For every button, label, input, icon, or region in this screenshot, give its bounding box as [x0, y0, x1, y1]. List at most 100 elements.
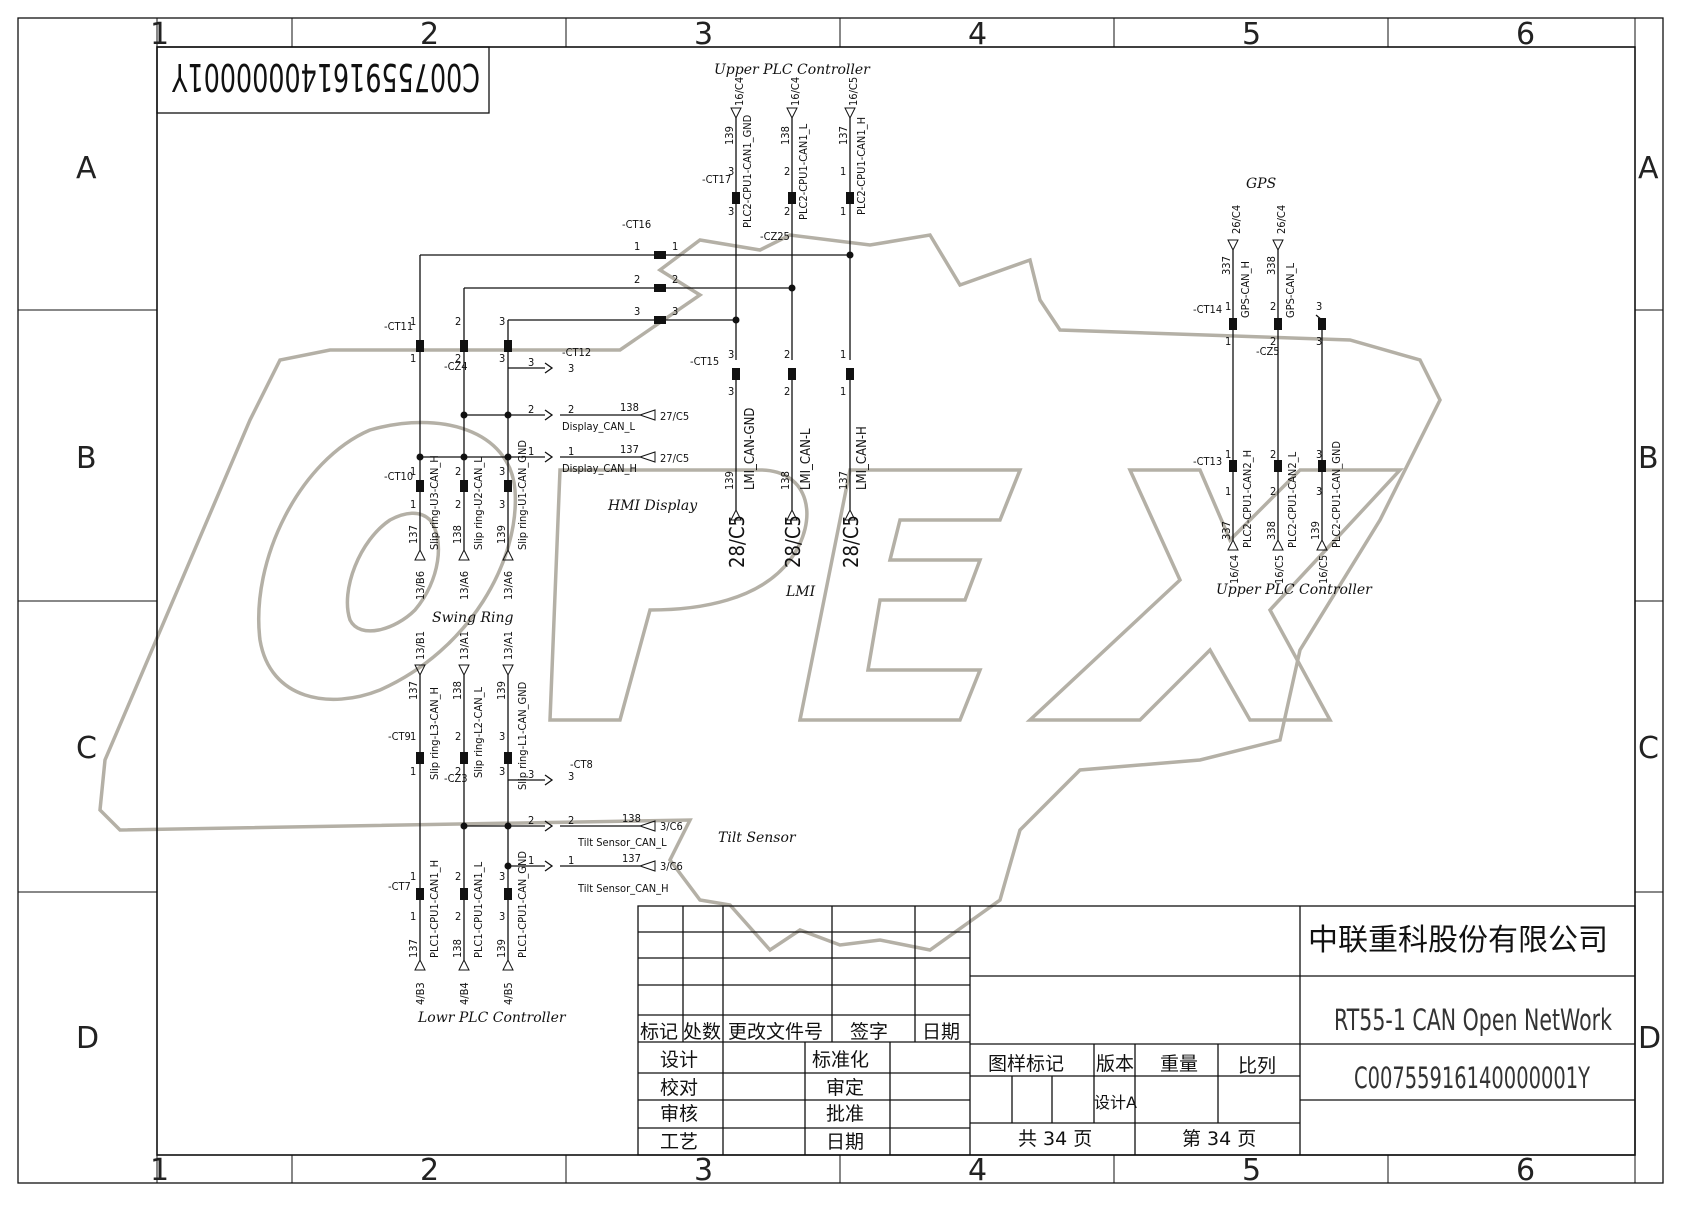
svg-text:138: 138 — [451, 525, 464, 544]
svg-text:审核: 审核 — [660, 1103, 698, 1125]
swing-ring-title: Swing Ring — [432, 610, 514, 626]
svg-text:标准化: 标准化 — [812, 1049, 869, 1071]
upper-plc-signal-3: 16/C5 137 PLC2-CPU1-CAN1_H 1 1 — [837, 77, 868, 218]
svg-text:PLC2-CPU1-CAN2_L: PLC2-CPU1-CAN2_L — [1286, 451, 1299, 548]
svg-text:137: 137 — [407, 681, 420, 700]
svg-text:2: 2 — [455, 910, 461, 923]
zone-row-D-right: D — [1638, 1021, 1661, 1056]
svg-text:3: 3 — [728, 385, 734, 398]
svg-text:137: 137 — [622, 852, 641, 865]
watermark-x — [1025, 468, 1405, 722]
svg-text:3: 3 — [499, 870, 505, 883]
ct16-label: -CT16 — [622, 218, 651, 231]
ct8-label: -CT8 — [570, 758, 593, 771]
svg-text:3: 3 — [499, 730, 505, 743]
svg-text:2: 2 — [1270, 300, 1276, 313]
hmi-display-section: 2 2 1 1 Display_CAN_L Display_CAN_H 138 … — [464, 401, 698, 514]
svg-text:2: 2 — [784, 165, 790, 178]
title-block — [637, 905, 1636, 1156]
svg-text:3: 3 — [499, 465, 505, 478]
svg-text:3: 3 — [1316, 335, 1322, 348]
zone-row-B-right: B — [1638, 441, 1659, 476]
svg-text:3: 3 — [1316, 300, 1322, 313]
svg-text:2: 2 — [528, 403, 534, 416]
ct14-label: -CT14 — [1193, 303, 1222, 316]
svg-text:26/C4: 26/C4 — [1275, 205, 1288, 234]
svg-text:更改文件号: 更改文件号 — [728, 1021, 823, 1043]
zone-col-4-top: 4 — [968, 17, 987, 52]
svg-text:签字: 签字 — [850, 1021, 888, 1043]
svg-text:Slip ring-U3-CAN_H: Slip ring-U3-CAN_H — [428, 455, 441, 550]
sheet-number: 第 34 页 — [1182, 1128, 1256, 1150]
hmi-display-title: HMI Display — [607, 498, 698, 514]
svg-text:28/C5: 28/C5 — [781, 515, 805, 568]
svg-text:日期: 日期 — [826, 1131, 864, 1153]
svg-text:1: 1 — [840, 165, 846, 178]
svg-text:日期: 日期 — [922, 1021, 960, 1043]
svg-text:PLC2-CPU1-CAN1_L: PLC2-CPU1-CAN1_L — [797, 123, 810, 220]
svg-text:13/A1: 13/A1 — [502, 631, 515, 660]
svg-text:Slip ring-L3-CAN_H: Slip ring-L3-CAN_H — [428, 687, 441, 780]
svg-text:3/C6: 3/C6 — [660, 820, 683, 833]
svg-text:3: 3 — [499, 498, 505, 511]
zone-row-A-left: A — [76, 151, 97, 186]
svg-text:Display_CAN_H: Display_CAN_H — [562, 462, 637, 475]
svg-text:1: 1 — [672, 240, 678, 253]
svg-text:3: 3 — [499, 352, 505, 365]
svg-text:138: 138 — [451, 681, 464, 700]
drawing-number-stamp: C00755916140000001Y — [156, 46, 490, 114]
svg-text:2: 2 — [455, 730, 461, 743]
cz4-label: -CZ4 — [444, 360, 468, 373]
svg-text:139: 139 — [495, 939, 508, 958]
svg-text:27/C5: 27/C5 — [660, 452, 689, 465]
svg-text:138: 138 — [779, 126, 792, 145]
svg-text:1: 1 — [528, 445, 534, 458]
svg-text:3/C6: 3/C6 — [660, 860, 683, 873]
svg-text:3: 3 — [499, 315, 505, 328]
svg-text:137: 137 — [407, 939, 420, 958]
svg-text:2: 2 — [455, 352, 461, 365]
ct7-label: -CT7 — [388, 880, 411, 893]
svg-text:2: 2 — [455, 465, 461, 478]
mark-label: 图样标记 — [988, 1053, 1064, 1075]
ct16-bus: -CT16 1 1 2 2 3 3 — [420, 218, 854, 324]
zone-col-5-top: 5 — [1242, 17, 1261, 52]
upper-plc-signal-1: 16/C4 139 PLC2-CPU1-CAN1_GND 3 3 — [723, 77, 754, 228]
svg-text:2: 2 — [1270, 485, 1276, 498]
svg-text:2: 2 — [784, 205, 790, 218]
zone-col-6-bottom: 6 — [1516, 1153, 1535, 1188]
version-label: 版本 — [1096, 1053, 1134, 1075]
company-name: 中联重科股份有限公司 — [1308, 923, 1608, 958]
svg-text:138: 138 — [779, 471, 792, 490]
svg-text:3: 3 — [728, 165, 734, 178]
svg-text:3: 3 — [499, 910, 505, 923]
svg-text:139: 139 — [1309, 521, 1322, 540]
zone-col-4-bottom: 4 — [968, 1153, 987, 1188]
svg-text:13/A1: 13/A1 — [458, 631, 471, 660]
zone-row-B-left: B — [76, 441, 97, 476]
svg-text:2: 2 — [455, 870, 461, 883]
svg-text:2: 2 — [1270, 335, 1276, 348]
svg-text:13/B1: 13/B1 — [414, 631, 427, 660]
svg-text:139: 139 — [723, 126, 736, 145]
svg-text:139: 139 — [495, 525, 508, 544]
svg-text:Display_CAN_L: Display_CAN_L — [562, 420, 635, 433]
svg-text:2: 2 — [455, 315, 461, 328]
svg-text:16/C5: 16/C5 — [847, 77, 860, 106]
cz25-label: -CZ25 — [760, 230, 790, 243]
svg-text:1: 1 — [528, 854, 534, 867]
svg-text:标记: 标记 — [640, 1021, 678, 1043]
upper-plc-signal-2: 16/C4 138 PLC2-CPU1-CAN1_L 2 2 — [779, 77, 810, 220]
svg-text:GPS-CAN_H: GPS-CAN_H — [1239, 261, 1252, 318]
svg-text:2: 2 — [1270, 448, 1276, 461]
gps-section: GPS -CT14 -CZ5 -CT13 26/C4 26/C4 337 338… — [1193, 176, 1373, 598]
zone-col-5-bottom: 5 — [1242, 1153, 1261, 1188]
gps-upper-plc-title: Upper PLC Controller — [1216, 582, 1373, 598]
weight-label: 重量 — [1160, 1053, 1198, 1075]
svg-text:137: 137 — [837, 471, 850, 490]
svg-text:1: 1 — [410, 315, 416, 328]
watermark-e — [797, 468, 1023, 722]
svg-text:2: 2 — [784, 348, 790, 361]
svg-text:1: 1 — [410, 765, 416, 778]
zone-row-C-left: C — [76, 731, 97, 766]
